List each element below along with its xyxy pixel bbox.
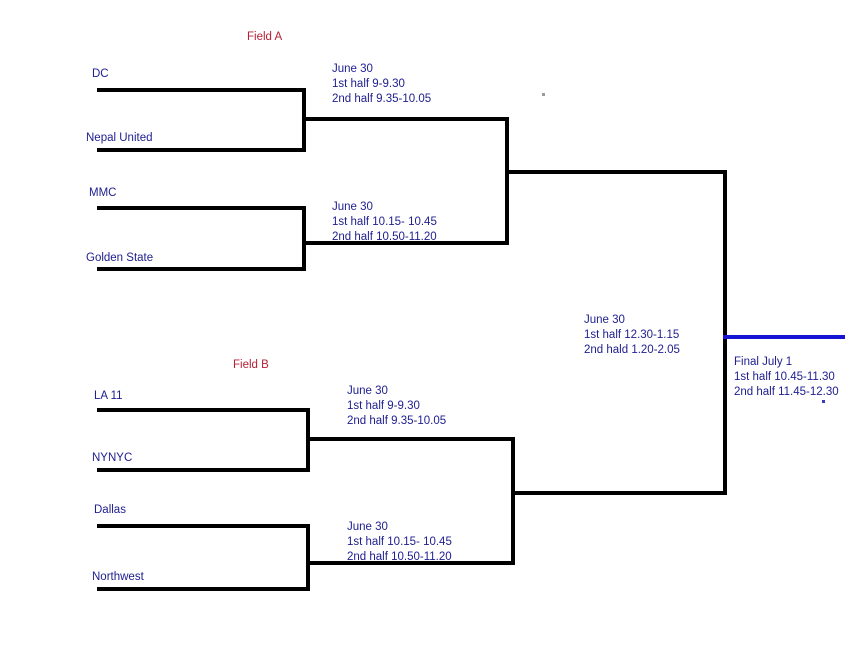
qf4-date: June 30 — [347, 521, 388, 533]
artifact-dot-upper — [542, 93, 545, 96]
bracket-connector-qf3 — [306, 408, 310, 472]
qf3-date: June 30 — [347, 385, 388, 397]
field-a-label: Field A — [247, 31, 283, 43]
bracket-line-dc — [97, 88, 306, 92]
semifinal-second-half: 2nd hald 1.20-2.05 — [584, 344, 680, 356]
semifinal-date: June 30 — [584, 314, 625, 326]
qf3-second-half: 2nd half 9.35-10.05 — [347, 415, 447, 427]
semifinal-line-bottom-lower — [310, 561, 515, 565]
qf1-date: June 30 — [332, 63, 373, 75]
match-label-qf4: June 30 1st half 10.15- 10.45 2nd half 1… — [347, 520, 452, 565]
semifinal-first-half: 1st half 12.30-1.15 — [584, 329, 680, 341]
final-connector-vertical — [723, 170, 727, 495]
bracket-connector-qf2 — [302, 206, 306, 271]
semifinal-line-top-lower — [306, 241, 509, 245]
team-golden-state: Golden State — [86, 252, 154, 264]
match-label-qf3: June 30 1st half 9-9.30 2nd half 9.35-10… — [347, 384, 446, 429]
bracket-line-mmc — [97, 206, 306, 210]
team-dc: DC — [92, 68, 109, 80]
bracket-connector-qf1 — [302, 88, 306, 152]
final-second-half: 2nd half 11.45-12.30 — [734, 386, 839, 398]
team-dallas: Dallas — [94, 504, 126, 516]
semifinal-line-top-upper — [306, 117, 509, 121]
semifinal-line-bottom-upper — [310, 437, 515, 441]
qf1-second-half: 2nd half 9.35-10.05 — [332, 93, 432, 105]
match-label-qf1: June 30 1st half 9-9.30 2nd half 9.35-10… — [332, 62, 431, 107]
bracket-line-nepal-united — [97, 148, 306, 152]
field-b-label: Field B — [233, 359, 269, 371]
bracket-line-golden-state — [97, 267, 306, 271]
bracket-line-nynyc — [97, 468, 310, 472]
match-label-semifinal: June 30 1st half 12.30-1.15 2nd hald 1.2… — [584, 313, 680, 358]
semifinal-output-top — [509, 170, 725, 174]
bracket-line-northwest — [97, 587, 310, 591]
team-mmc: MMC — [89, 187, 117, 199]
qf2-second-half: 2nd half 10.50-11.20 — [332, 231, 437, 243]
qf4-second-half: 2nd half 10.50-11.20 — [347, 551, 452, 563]
qf4-first-half: 1st half 10.15- 10.45 — [347, 536, 452, 548]
semifinal-output-bottom — [515, 491, 727, 495]
qf1-first-half: 1st half 9-9.30 — [332, 78, 405, 90]
bracket-line-dallas — [97, 524, 310, 528]
team-northwest: Northwest — [92, 571, 144, 583]
qf3-first-half: 1st half 9-9.30 — [347, 400, 420, 412]
semifinal-connector-bottom — [511, 437, 515, 565]
artifact-dot-lower — [822, 400, 825, 403]
final-date: Final July 1 — [734, 356, 793, 368]
bracket-connector-qf4 — [306, 524, 310, 591]
final-line — [723, 335, 845, 339]
match-label-final: Final July 1 1st half 10.45-11.30 2nd ha… — [734, 355, 839, 400]
team-la-11: LA 11 — [94, 390, 123, 402]
final-first-half: 1st half 10.45-11.30 — [734, 371, 835, 383]
bracket-line-la-11 — [97, 408, 310, 412]
qf2-first-half: 1st half 10.15- 10.45 — [332, 216, 437, 228]
team-nynyc: NYNYC — [92, 452, 133, 464]
match-label-qf2: June 30 1st half 10.15- 10.45 2nd half 1… — [332, 200, 437, 245]
team-nepal-united: Nepal United — [86, 132, 153, 144]
qf2-date: June 30 — [332, 201, 373, 213]
semifinal-connector-top — [505, 117, 509, 245]
